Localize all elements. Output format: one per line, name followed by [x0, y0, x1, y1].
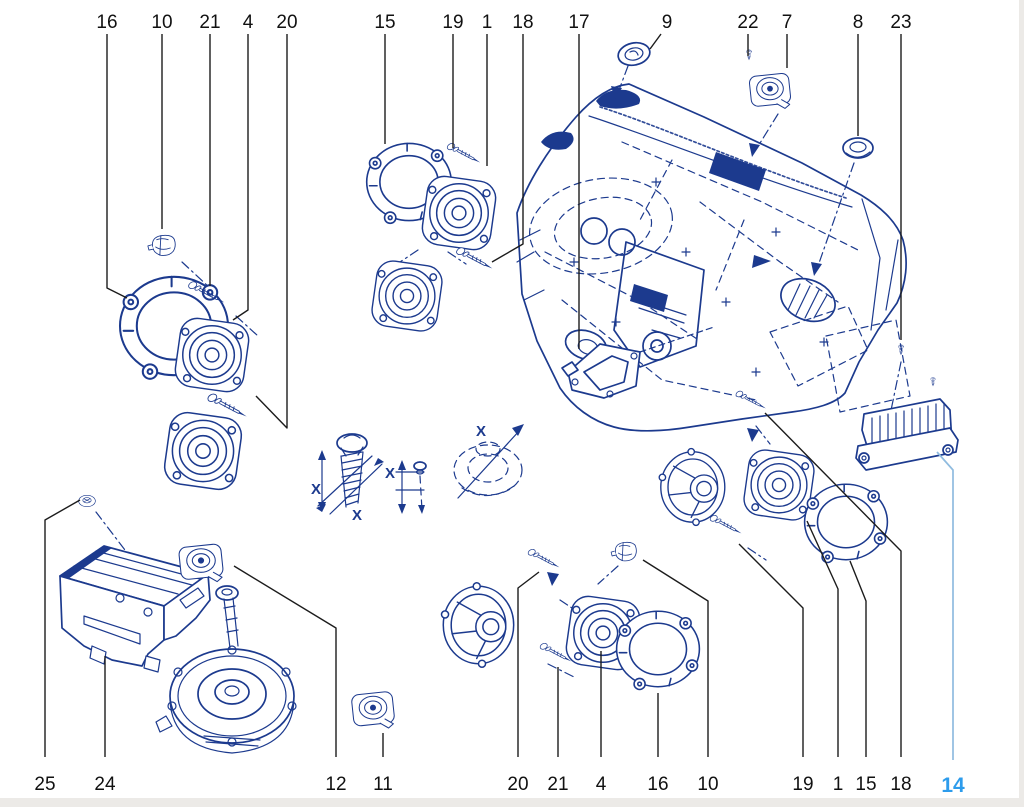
- push-pin-screw: [708, 513, 742, 534]
- center-speaker: [748, 72, 792, 109]
- front-door-speaker-group-mid: [365, 141, 499, 334]
- callout-4-label: 4: [596, 774, 607, 795]
- callout-4-label: 4: [243, 12, 254, 33]
- subwoofer-assembly: [59, 494, 297, 754]
- callout-12-label: 12: [325, 774, 346, 795]
- callout-12-leader: [233, 565, 337, 757]
- subwoofer-speaker: [155, 645, 297, 754]
- push-pin-screw: [445, 141, 481, 163]
- callout-14-label: 14: [941, 774, 965, 797]
- callout-20-label: 20: [507, 774, 528, 795]
- dimension-insets: [316, 424, 524, 515]
- screw-dimension-inset: [316, 433, 384, 515]
- direction-arrow: [752, 255, 771, 268]
- instrument-cluster: [529, 177, 673, 275]
- screw: [930, 377, 936, 387]
- callout-16-label: 16: [647, 774, 668, 795]
- callout-9-leader: [649, 33, 662, 50]
- wiring-clip: [610, 541, 637, 562]
- callout-1-leader: [806, 520, 839, 757]
- callout-19-label: 19: [442, 12, 463, 33]
- page-edge-bottom: [0, 798, 1024, 807]
- callout-18-leader: [764, 412, 902, 757]
- callout-16-label: 16: [96, 12, 117, 33]
- front-door-speaker-group-left: [118, 234, 252, 493]
- speaker-rear-view: [440, 581, 515, 669]
- tweeter-12: [177, 542, 225, 583]
- dimension-x-mark: X: [311, 481, 321, 498]
- dash-grille-band: [599, 106, 847, 199]
- dimension-x-mark: X: [352, 507, 362, 524]
- callout-25-label: 25: [34, 774, 55, 795]
- subwoofer-enclosure: [59, 545, 211, 673]
- side-vent: [541, 131, 574, 150]
- dash-top-edge: [588, 115, 853, 208]
- callout-23-label: 23: [890, 12, 911, 33]
- dimension-x-mark: X: [385, 465, 395, 482]
- wiring-clip: [147, 234, 176, 256]
- callout-15-label: 15: [855, 774, 876, 795]
- callout-10-label: 10: [151, 12, 172, 33]
- door-speaker-alt: [369, 258, 445, 334]
- defroster-vent: [596, 89, 641, 109]
- speaker-mounting-ring: [615, 610, 701, 691]
- glove-box: [769, 305, 869, 387]
- tweeter-11: [350, 690, 396, 729]
- dash-top-parts: [617, 41, 904, 356]
- grommet-dimension-inset: [453, 424, 524, 499]
- rear-door-speaker-group-mid: [440, 541, 701, 691]
- callout-18-leader: [491, 34, 524, 263]
- threaded-stud: [215, 585, 239, 649]
- callout-10-label: 10: [697, 774, 718, 795]
- tweeter-9: [617, 41, 651, 67]
- center-speaker-opening: [709, 152, 766, 191]
- callout-18-label: 18: [890, 774, 911, 795]
- door-speaker: [419, 173, 499, 253]
- callout-22-label: 22: [737, 12, 758, 33]
- callout-20-leader: [517, 571, 540, 757]
- tweeter-8: [842, 137, 874, 159]
- dimension-x-mark: X: [476, 423, 486, 440]
- dashboard-illustration: [516, 83, 907, 432]
- callout-1-label: 1: [833, 774, 844, 795]
- speaker-rear-view: [658, 447, 726, 527]
- callout-15-leader: [849, 560, 867, 757]
- pin-dimension-inset: [395, 460, 427, 514]
- callout-9-label: 9: [662, 12, 673, 33]
- callout-layer: 16 10 21 4 20 15 19 1 18 17 9 22 7 8 23 25 24 12 11 20 21 4 16…: [34, 12, 965, 797]
- push-pin-screw: [206, 392, 248, 418]
- callout-21-label: 21: [199, 12, 220, 33]
- callout-19-label: 19: [792, 774, 813, 795]
- mounting-grommet: [78, 494, 96, 508]
- door-speaker-alt: [161, 409, 245, 493]
- door-speaker: [172, 315, 252, 395]
- callout-14-leader: [936, 451, 954, 760]
- callout-8-label: 8: [853, 12, 864, 33]
- callout-10-leader: [642, 559, 709, 757]
- callout-25-leader: [44, 499, 81, 757]
- callout-20-label: 20: [276, 12, 297, 33]
- callout-4-leader: [232, 34, 249, 321]
- callout-18-label: 18: [512, 12, 533, 33]
- callout-19-leader: [738, 543, 804, 757]
- radio-display: [630, 284, 668, 312]
- page-edge-right: [1019, 0, 1024, 807]
- callout-1-label: 1: [482, 12, 493, 33]
- push-pin-screw: [526, 547, 560, 568]
- amplifier-module: [825, 319, 959, 471]
- callout-24-label: 24: [94, 774, 116, 795]
- callout-7-label: 7: [782, 12, 793, 33]
- mounting-bracket: [561, 343, 641, 399]
- callout-11-label: 11: [373, 774, 393, 795]
- callout-17-label: 17: [568, 12, 589, 33]
- callout-20-leader: [255, 34, 288, 429]
- center-stack: [613, 241, 705, 368]
- door-speaker: [741, 447, 817, 523]
- screw: [746, 49, 752, 61]
- callout-21-label: 21: [547, 774, 568, 795]
- callout-16-leader: [106, 34, 128, 299]
- callout-15-label: 15: [374, 12, 395, 33]
